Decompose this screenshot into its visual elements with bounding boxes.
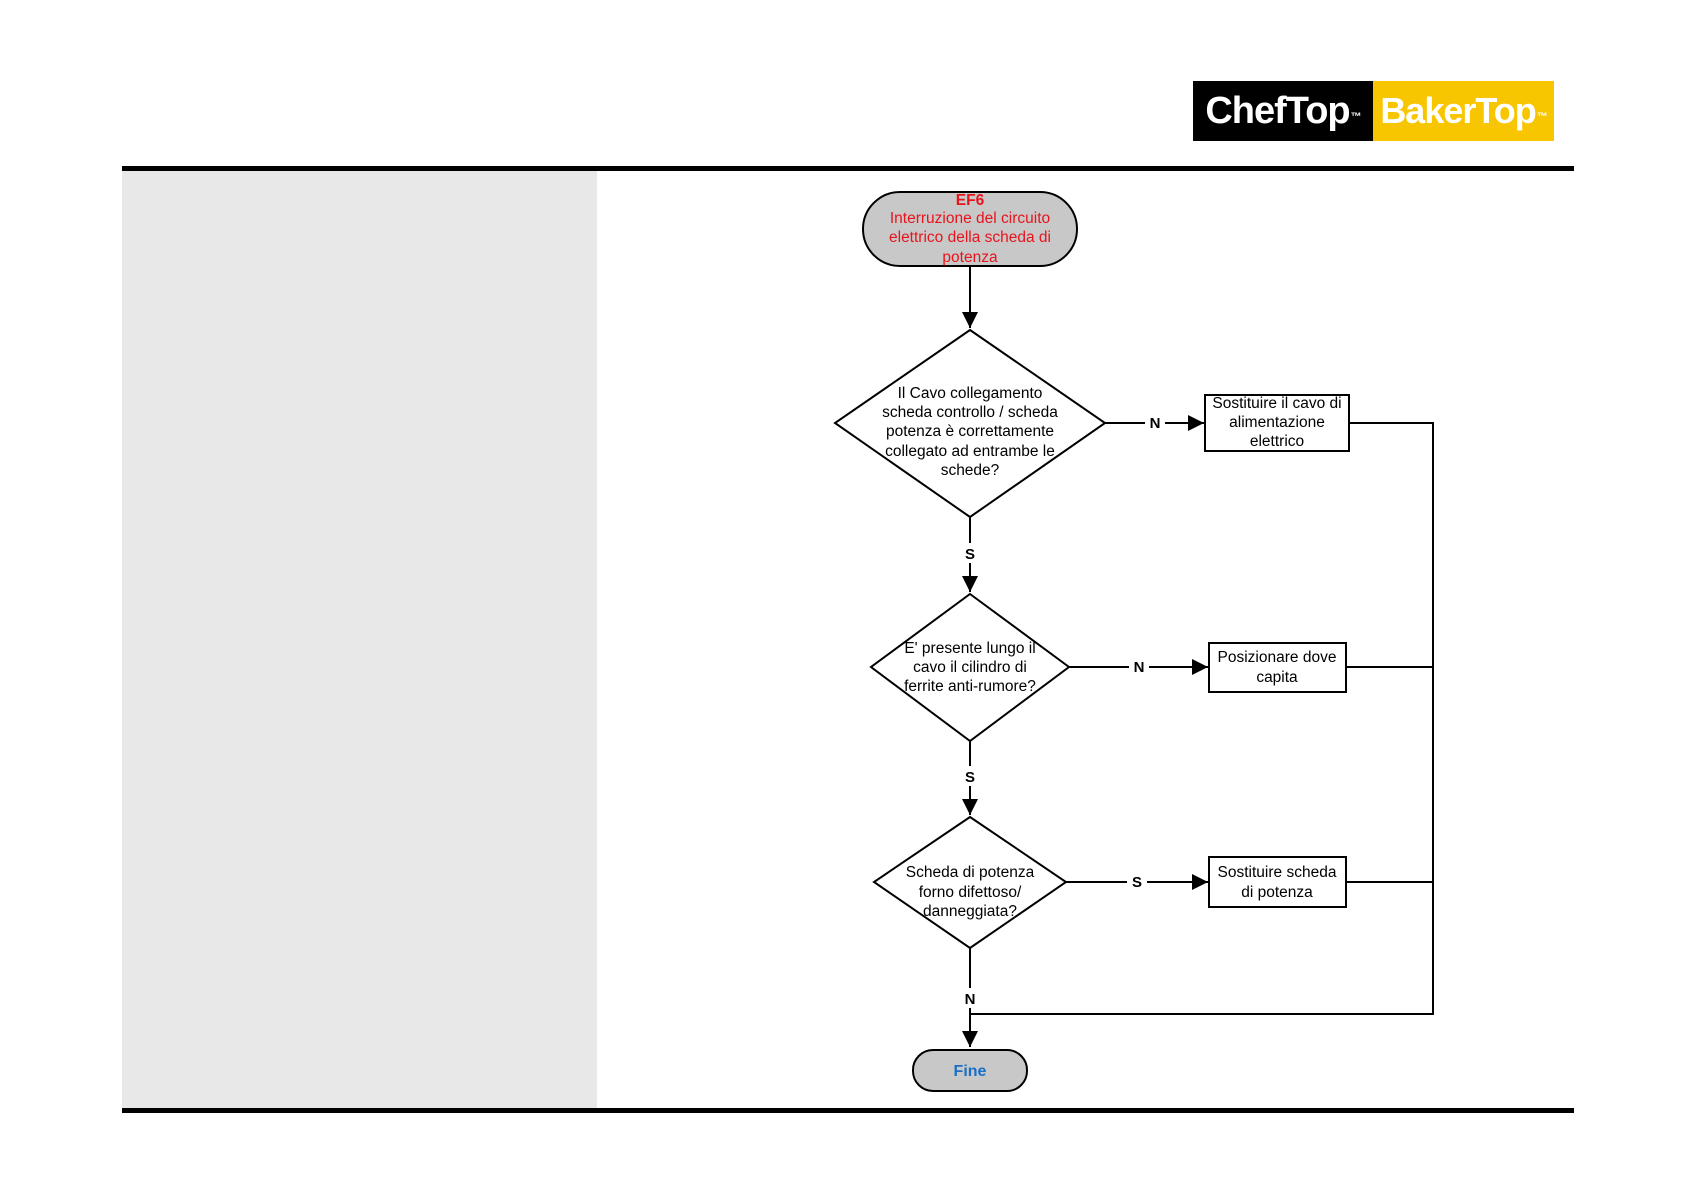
b3-line-1: Sostituire scheda	[1218, 864, 1337, 881]
d2-line-3: ferrite anti-rumore?	[904, 678, 1036, 695]
label-d2-right: N	[1134, 659, 1145, 676]
start-code: EF6	[956, 192, 985, 209]
b2-line-1: Posizionare dove	[1218, 649, 1337, 666]
side-panel	[122, 171, 597, 1108]
end-terminal	[912, 1049, 1028, 1092]
start-line-1: Interruzione del circuito	[890, 210, 1050, 227]
b1-line-2: alimentazione	[1229, 414, 1325, 431]
b1-line-3: elettrico	[1250, 433, 1304, 450]
box-3	[1208, 856, 1347, 908]
d1-line-5: schede?	[941, 462, 1000, 479]
d1-line-2: scheda controllo / scheda	[882, 404, 1058, 421]
b1-line-1: Sostituire il cavo di	[1212, 395, 1341, 412]
start-line-3: potenza	[942, 249, 998, 266]
start-line-2: elettrico della scheda di	[889, 229, 1051, 246]
label-d2-down: S	[965, 769, 975, 786]
box-1	[1204, 394, 1350, 452]
d2-line-1: E' presente lungo il	[904, 640, 1035, 657]
d1-line-1: Il Cavo collegamento	[898, 385, 1043, 402]
label-d3-right: S	[1132, 874, 1142, 891]
label-d3-down: N	[965, 991, 976, 1008]
footer-rule	[122, 1108, 1574, 1113]
d2-line-2: cavo il cilindro di	[913, 659, 1027, 676]
b2-line-2: capita	[1256, 669, 1298, 686]
d3-line-2: forno difettoso/	[919, 884, 1022, 901]
header-rule	[122, 166, 1574, 171]
return-bus	[970, 422, 1434, 1015]
d3-line-1: Scheda di potenza	[906, 864, 1035, 881]
decision-3	[872, 815, 1068, 950]
label-d1-right: N	[1150, 415, 1161, 432]
d3-line-3: danneggiata?	[923, 903, 1017, 920]
end-label: Fine	[954, 1063, 987, 1080]
b3-line-2: di potenza	[1241, 884, 1313, 901]
d1-line-3: potenza è correttamente	[886, 423, 1054, 440]
d1-line-4: collegato ad entrambe le	[885, 443, 1055, 460]
label-d1-down: S	[965, 546, 975, 563]
box-2	[1208, 642, 1347, 693]
